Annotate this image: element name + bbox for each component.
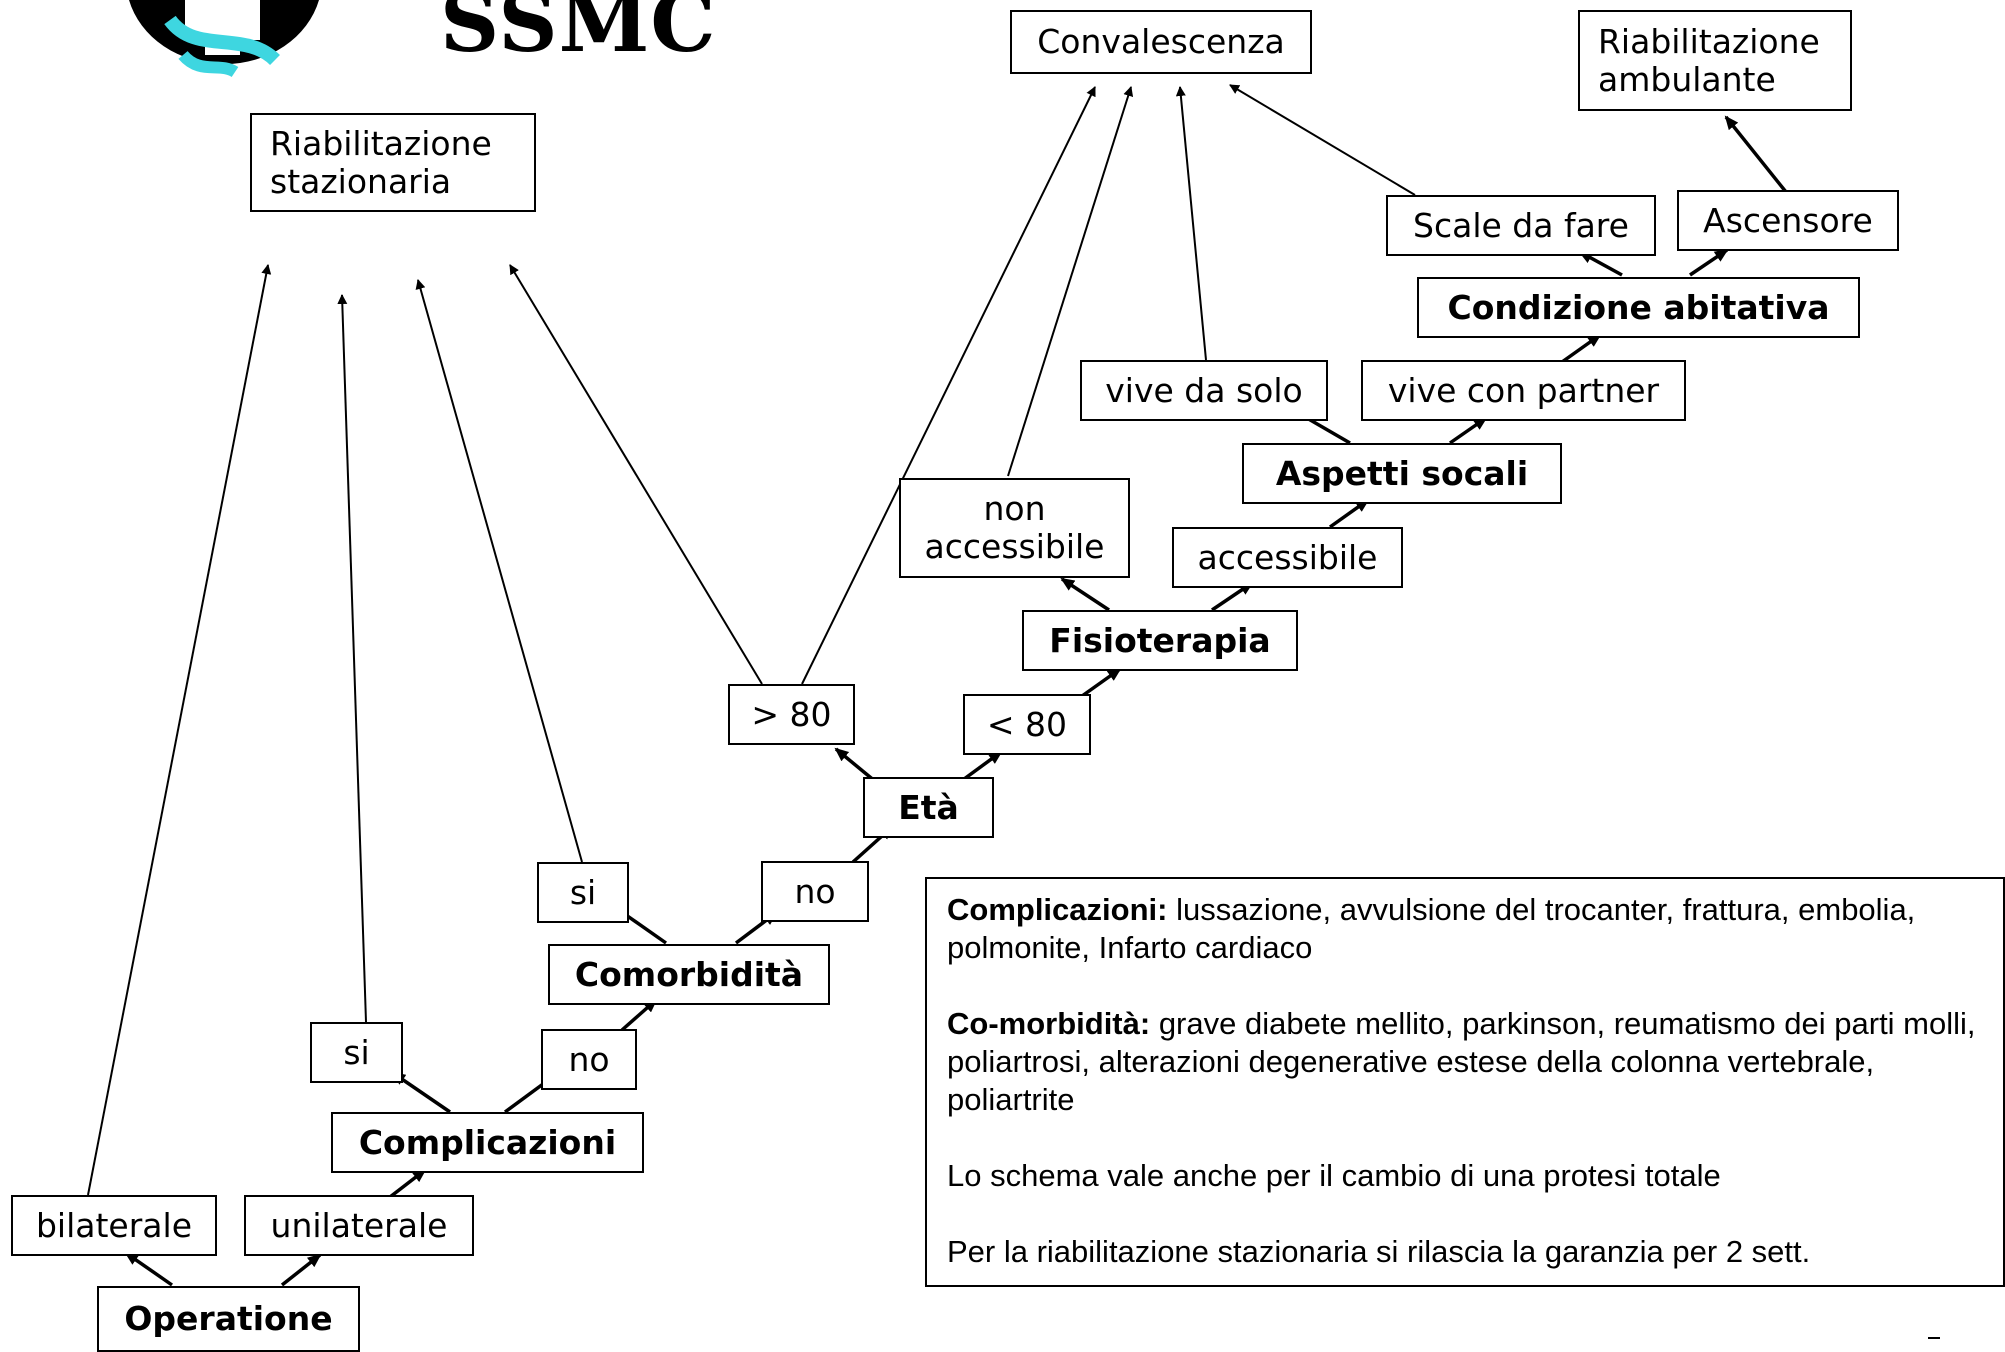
node-line: ambulante bbox=[1598, 59, 1776, 99]
node-label: Complicazioni bbox=[358, 1122, 617, 1162]
node-label: vive da solo bbox=[1105, 370, 1303, 410]
node-complicazioni-no: no bbox=[541, 1029, 637, 1090]
node-riabilitazione-ambulante: Riabilitazione ambulante bbox=[1578, 10, 1852, 111]
node-line: Riabilitazione bbox=[1598, 21, 1820, 61]
arrow-vivedasolo-to-convalescenza bbox=[1175, 86, 1207, 361]
node-label: Fisioterapia bbox=[1049, 620, 1271, 660]
arrow-partner-to-condizione bbox=[1560, 333, 1602, 364]
node-label: no bbox=[794, 871, 836, 911]
node-label: si bbox=[343, 1032, 370, 1072]
node-under-80: < 80 bbox=[963, 694, 1091, 755]
node-label: > 80 bbox=[751, 694, 832, 734]
legend-note-protesi: Lo schema vale anche per il cambio di un… bbox=[947, 1158, 1721, 1193]
node-line: Riabilitazione bbox=[270, 123, 492, 163]
node-comorbidita-si: si bbox=[537, 862, 629, 923]
node-label: unilaterale bbox=[270, 1205, 448, 1245]
node-line: accessibile bbox=[924, 527, 1105, 566]
node-riabilitazione-stazionaria: Riabilitazione stazionaria bbox=[250, 113, 536, 212]
node-aspetti-sociali: Aspetti socali bbox=[1242, 443, 1562, 504]
node-label: Condizione abitativa bbox=[1447, 287, 1830, 327]
node-label: Aspetti socali bbox=[1275, 453, 1529, 493]
node-label: Età bbox=[898, 787, 959, 827]
node-bilaterale: bilaterale bbox=[11, 1195, 217, 1256]
node-condizione-abitativa: Condizione abitativa bbox=[1417, 277, 1860, 338]
logo-emblem-icon bbox=[129, 0, 319, 78]
arrow-accessibile-to-aspetti bbox=[1328, 498, 1370, 529]
node-accessibile: accessibile bbox=[1172, 527, 1403, 588]
node-label: Scale da fare bbox=[1413, 205, 1629, 245]
arrow-comorb-si-to-stazionaria bbox=[415, 279, 583, 863]
arrow-bilaterale-to-stazionaria bbox=[87, 264, 272, 1196]
arrow-over80-to-convalescenza bbox=[801, 86, 1096, 685]
node-label: Operatione bbox=[124, 1299, 333, 1339]
legend-note-garanzia: Per la riabilitazione stazionaria si ril… bbox=[947, 1234, 1811, 1269]
legend-complicazioni: Complicazioni: lussazione, avvulsione de… bbox=[947, 891, 1983, 967]
node-label: accessibile bbox=[1197, 537, 1378, 577]
legend-comorbidita-label: Co-morbidità: bbox=[947, 1006, 1151, 1041]
node-non-accessibile: non accessibile bbox=[899, 478, 1130, 578]
node-scale-da-fare: Scale da fare bbox=[1386, 195, 1656, 256]
node-label: si bbox=[569, 872, 597, 912]
node-label: Comorbidità bbox=[574, 954, 804, 994]
arrow-aspetti-to-partner bbox=[1449, 416, 1488, 445]
node-vive-con-partner: vive con partner bbox=[1361, 360, 1686, 421]
node-label: bilaterale bbox=[35, 1205, 192, 1245]
node-label: Convalescenza bbox=[1037, 22, 1285, 62]
arrow-unilaterale-to-complicazioni bbox=[388, 1168, 427, 1199]
node-line: stazionaria bbox=[270, 161, 452, 201]
node-label: no bbox=[568, 1039, 610, 1079]
node-eta: Età bbox=[863, 777, 994, 838]
arrow-condizione-to-ascensore bbox=[1689, 248, 1729, 277]
arrow-ascensore-to-ambulante bbox=[1724, 115, 1788, 194]
ssmc-logo: SSMC bbox=[125, 0, 716, 90]
arrow-nonaccessibile-to-convalescenza bbox=[1007, 86, 1134, 477]
legend-complicazioni-label: Complicazioni: bbox=[947, 892, 1168, 927]
node-label: vive con partner bbox=[1387, 370, 1660, 410]
logo-wordmark: SSMC bbox=[440, 0, 717, 71]
node-operatione: Operatione bbox=[97, 1286, 360, 1352]
node-comorbidita: Comorbidità bbox=[548, 944, 830, 1005]
node-over-80: > 80 bbox=[728, 684, 855, 745]
node-complicazioni: Complicazioni bbox=[331, 1112, 644, 1173]
legend-comorbidita-text: grave diabete mellito, parkinson, reumat… bbox=[947, 1006, 1976, 1117]
node-label: Ascensore bbox=[1703, 200, 1873, 240]
node-vive-da-solo: vive da solo bbox=[1080, 360, 1328, 421]
node-complicazioni-si: si bbox=[310, 1022, 403, 1083]
page-marker bbox=[1928, 1337, 1940, 1339]
arrow-fisioterapia-to-nonaccessibile bbox=[1060, 577, 1110, 612]
legend-comorbidita: Co-morbidità: grave diabete mellito, par… bbox=[947, 1005, 1983, 1119]
legend-notes: Complicazioni: lussazione, avvulsione de… bbox=[925, 877, 2005, 1287]
arrow-operatione-to-unilaterale bbox=[280, 1253, 322, 1287]
node-line: non bbox=[983, 489, 1046, 529]
node-convalescenza: Convalescenza bbox=[1010, 10, 1312, 74]
arrow-operatione-to-bilaterale bbox=[124, 1251, 173, 1287]
arrow-over80-to-stazionaria bbox=[509, 264, 763, 685]
arrow-eta-to-over80 bbox=[834, 747, 878, 784]
node-unilaterale: unilaterale bbox=[244, 1195, 474, 1256]
arrow-scale-to-convalescenza bbox=[1229, 84, 1416, 196]
legend-complicazioni-text: lussazione, avvulsione del trocanter, fr… bbox=[947, 892, 1916, 965]
arrow-no-to-comorbidita bbox=[620, 998, 658, 1032]
arrow-compl-si-to-stazionaria bbox=[337, 294, 367, 1023]
node-fisioterapia: Fisioterapia bbox=[1022, 610, 1298, 671]
node-comorbidita-no: no bbox=[761, 861, 869, 922]
node-label: < 80 bbox=[986, 704, 1068, 744]
node-ascensore: Ascensore bbox=[1677, 190, 1899, 251]
